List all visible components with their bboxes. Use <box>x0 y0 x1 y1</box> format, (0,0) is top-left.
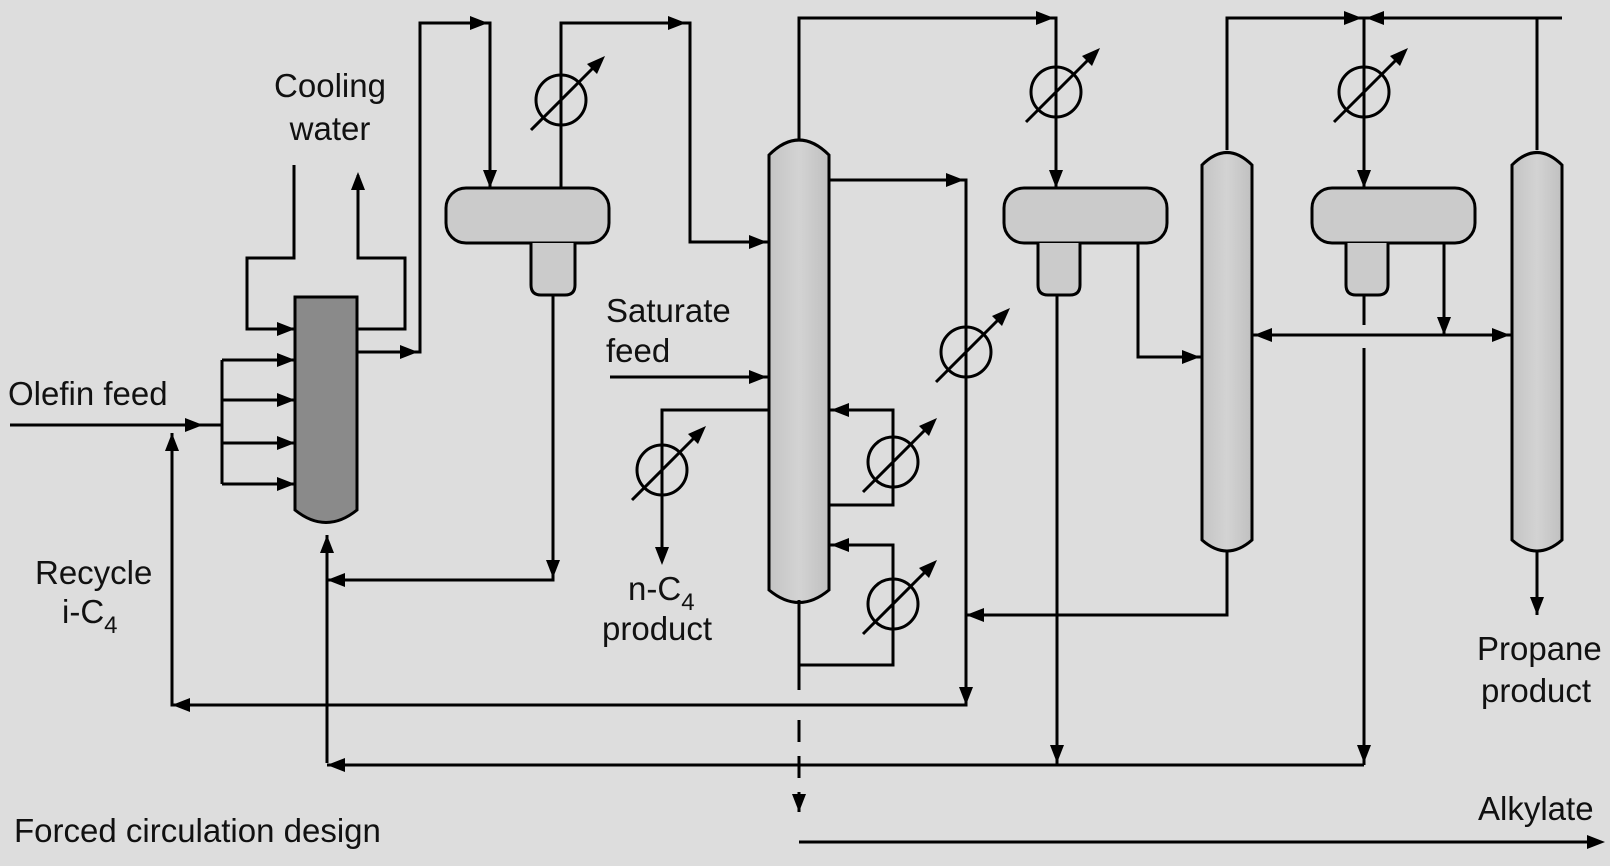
heat-exchanger-icon <box>529 56 605 132</box>
deisobutanizer-column <box>767 138 831 604</box>
depropanizer-column <box>1200 151 1254 553</box>
label-propane: Propane <box>1477 630 1602 667</box>
diagram-title: Forced circulation design <box>14 812 381 849</box>
accumulator-drum-2 <box>1002 186 1169 297</box>
label-recycle-ic4: i-C4 <box>62 593 118 639</box>
heat-exchanger-icon <box>1332 48 1408 124</box>
heat-exchanger-icon <box>1024 48 1100 124</box>
label-propane-product: product <box>1481 672 1591 709</box>
label-cooling-water-1: Cooling <box>274 67 386 104</box>
settler-drum <box>444 186 611 297</box>
label-recycle: Recycle <box>35 554 152 591</box>
heat-exchanger-icon <box>934 308 1010 384</box>
label-cooling-water-2: water <box>289 110 371 147</box>
heat-exchanger-icon <box>861 560 937 636</box>
label-nc4: n-C4 <box>628 570 695 616</box>
reactor <box>293 295 359 524</box>
heat-exchanger-icon <box>630 426 706 502</box>
label-olefin-feed: Olefin feed <box>8 375 168 412</box>
label-saturate: Saturate <box>606 292 731 329</box>
label-nc4-product: product <box>602 610 712 647</box>
label-alkylate: Alkylate <box>1478 790 1594 827</box>
flow-arrows <box>165 11 1605 849</box>
accumulator-drum-3 <box>1310 186 1477 297</box>
heat-exchanger-icon <box>861 418 937 494</box>
labels: Cooling water Olefin feed Recycle i-C4 S… <box>8 67 1602 849</box>
propane-stripper-column <box>1510 151 1564 553</box>
heat-exchangers <box>529 48 1408 636</box>
label-saturate-feed: feed <box>606 332 670 369</box>
